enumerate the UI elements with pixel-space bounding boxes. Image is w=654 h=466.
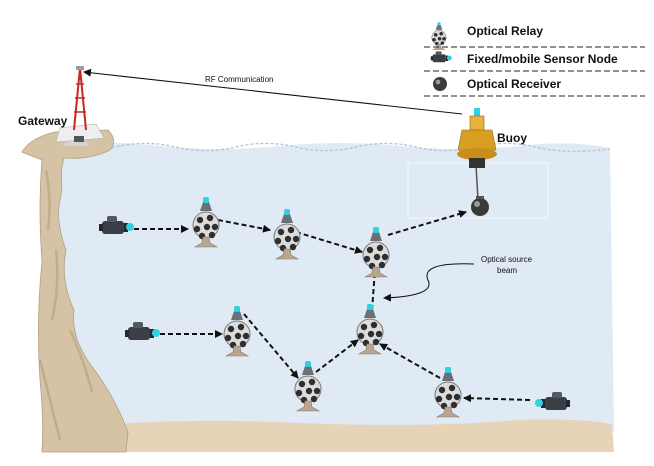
link-relay7-relay6 <box>379 343 441 379</box>
legend-sensor-icon <box>430 51 452 63</box>
legend-receiver-icon <box>433 77 447 91</box>
legend-relay-label: Optical Relay <box>467 24 543 38</box>
seabed <box>95 419 614 452</box>
beam-callout-arrow <box>383 263 475 302</box>
cliff-texture <box>38 169 94 441</box>
legend-receiver-label: Optical Receiver <box>467 77 561 91</box>
optical-beam-label-line1: Optical source <box>481 255 533 264</box>
legend-sensor-label: Fixed/mobile Sensor Node <box>467 52 618 66</box>
gateway-tower-icon <box>55 66 105 146</box>
optical-beam-label-line2: beam <box>497 266 517 275</box>
optical-receiver-icon <box>471 196 489 216</box>
link-relay5-relay6 <box>315 339 359 373</box>
link-relay1-relay2 <box>217 219 271 233</box>
water-body <box>60 142 614 432</box>
link-relay4-relay5 <box>243 313 299 379</box>
buoy-icon <box>457 108 497 201</box>
gateway-label: Gateway <box>18 114 68 128</box>
legend-relay-icon <box>431 21 447 50</box>
link-sensor3-relay7 <box>463 394 531 403</box>
rf-communication-label: RF Communication <box>205 75 273 84</box>
buoy-label: Buoy <box>497 131 527 145</box>
rf-link-arrow <box>83 68 463 115</box>
legend: Optical Relay Fixed/mobile Sensor Node O… <box>424 21 645 97</box>
link-relay3-receiver <box>387 210 467 236</box>
optical-links <box>134 210 531 403</box>
link-relay2-relay3 <box>295 231 363 254</box>
